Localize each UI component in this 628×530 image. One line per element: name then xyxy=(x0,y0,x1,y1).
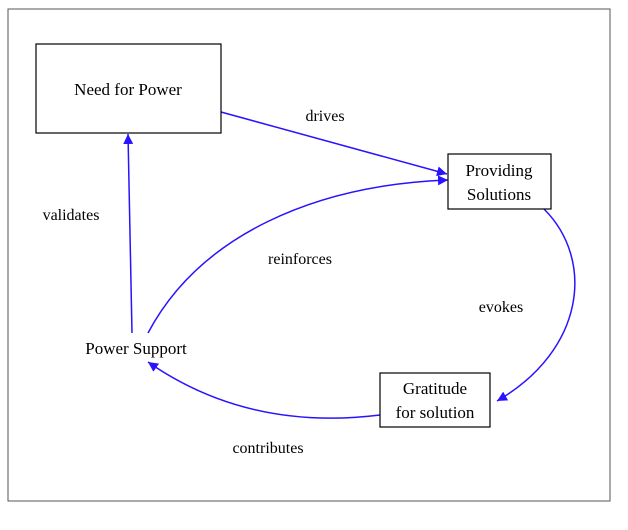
edge-evokes xyxy=(496,208,576,402)
edge-label-reinforces: reinforces xyxy=(268,251,332,268)
edge-label-evokes: evokes xyxy=(479,299,523,316)
edge-reinforces xyxy=(147,175,449,334)
node-gratitude: Gratitude for solution xyxy=(379,372,491,428)
node-label-line1: Providing xyxy=(465,161,533,180)
edge-contributes xyxy=(147,361,381,419)
node-need-for-power: Need for Power xyxy=(35,43,222,134)
node-providing-solutions: Providing Solutions xyxy=(447,153,552,210)
edge-label-validates: validates xyxy=(43,207,100,224)
node-label: Power Support xyxy=(85,339,187,358)
node-box xyxy=(379,372,491,428)
node-power-support: Power Support xyxy=(85,339,187,358)
node-label-line1: Gratitude xyxy=(403,379,467,398)
edge-drives xyxy=(220,111,448,177)
node-label-line2: for solution xyxy=(396,403,475,422)
node-label-line2: Solutions xyxy=(467,185,531,204)
edges xyxy=(123,111,576,419)
node-box xyxy=(35,43,222,134)
node-box xyxy=(447,153,552,210)
edge-label-drives: drives xyxy=(305,108,344,125)
edge-label-contributes: contributes xyxy=(232,440,303,457)
node-label: Need for Power xyxy=(74,80,182,99)
edge-validates xyxy=(123,133,134,334)
